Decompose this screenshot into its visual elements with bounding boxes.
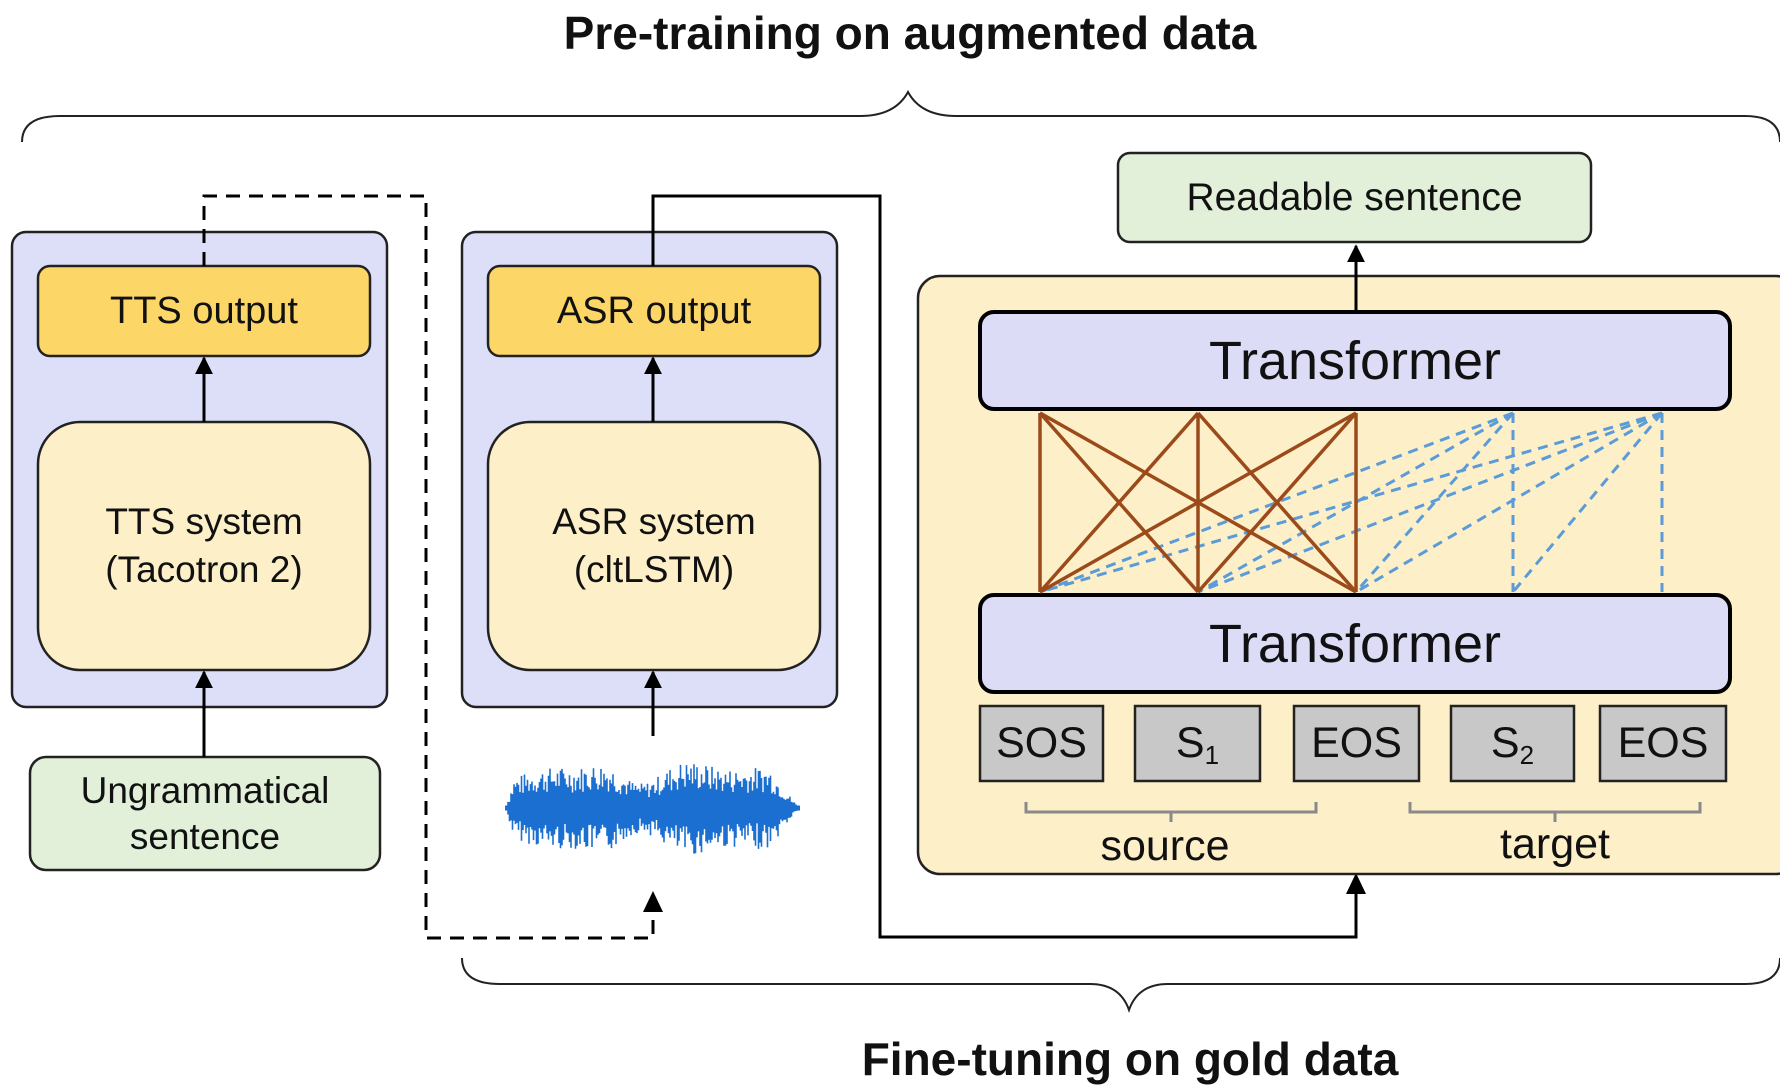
asr-system-name: ASR system bbox=[552, 501, 756, 542]
tts-to-audio-dashed-connector bbox=[202, 194, 655, 940]
target-to-source-link bbox=[1039, 411, 1663, 594]
token-eos-1: EOS bbox=[1311, 719, 1402, 767]
target-bracket bbox=[1408, 802, 1702, 822]
readable-sentence-box bbox=[1116, 151, 1593, 244]
target-label: target bbox=[1500, 819, 1610, 868]
target-to-source-link bbox=[1354, 412, 1515, 593]
tts-system-model: (Tacotron 2) bbox=[105, 549, 303, 590]
tts-system-name: TTS system bbox=[105, 501, 303, 542]
source-attention-link bbox=[1039, 411, 1357, 594]
token-eos2-box bbox=[1598, 704, 1728, 783]
model-input-arrowhead bbox=[1346, 873, 1366, 894]
pretraining-brace bbox=[21, 89, 1780, 143]
audio-dashed-arrowhead bbox=[643, 891, 663, 912]
source-label: source bbox=[1100, 821, 1230, 870]
token-s2-subscript: 2 bbox=[1519, 740, 1535, 770]
finetuning-brace bbox=[461, 957, 1780, 1014]
token-s2-box bbox=[1449, 704, 1576, 783]
asr-to-model-connector bbox=[651, 194, 1358, 939]
decoder-transformer-label: Transformer bbox=[1208, 330, 1502, 391]
asr-output-label: ASR output bbox=[556, 290, 752, 332]
source-attention-link bbox=[1196, 411, 1358, 594]
encoder-transformer-box bbox=[978, 593, 1732, 694]
ungrammatical-sentence-label: Ungrammatical sentence bbox=[30, 757, 380, 870]
tts-output-label: TTS output bbox=[110, 290, 298, 332]
target-to-source-link bbox=[1197, 411, 1514, 594]
source-bracket bbox=[1024, 802, 1318, 822]
token-sos-box bbox=[978, 704, 1105, 783]
token-s1-box bbox=[1133, 704, 1262, 783]
readable-sentence-label: Readable sentence bbox=[1186, 175, 1523, 219]
token-sos: SOS bbox=[996, 719, 1087, 767]
attention-links bbox=[1038, 411, 1664, 594]
tts-system-label: TTS system (Tacotron 2) bbox=[38, 422, 370, 670]
decoder-transformer-box bbox=[978, 310, 1732, 411]
finetuning-heading: Fine-tuning on gold data bbox=[861, 1033, 1399, 1085]
token-s1-subscript: 1 bbox=[1204, 740, 1220, 770]
ungrammatical-line-1: Ungrammatical bbox=[80, 769, 330, 811]
pretraining-heading: Pre-training on augmented data bbox=[563, 7, 1257, 59]
target-to-source-link bbox=[1355, 411, 1663, 594]
asr-system-label: ASR system (cltLSTM) bbox=[488, 422, 820, 670]
target-to-target-link bbox=[1511, 412, 1664, 593]
asr-system-model: (cltLSTM) bbox=[573, 549, 735, 590]
ungrammatical-line-2: sentence bbox=[129, 815, 281, 857]
target-to-source-link bbox=[1197, 411, 1663, 594]
audio-waveform-icon bbox=[505, 764, 800, 854]
token-eos1-box bbox=[1292, 704, 1421, 783]
encoder-transformer-label: Transformer bbox=[1208, 613, 1502, 674]
token-eos-2: EOS bbox=[1617, 719, 1709, 767]
source-attention-link bbox=[1038, 411, 1200, 594]
